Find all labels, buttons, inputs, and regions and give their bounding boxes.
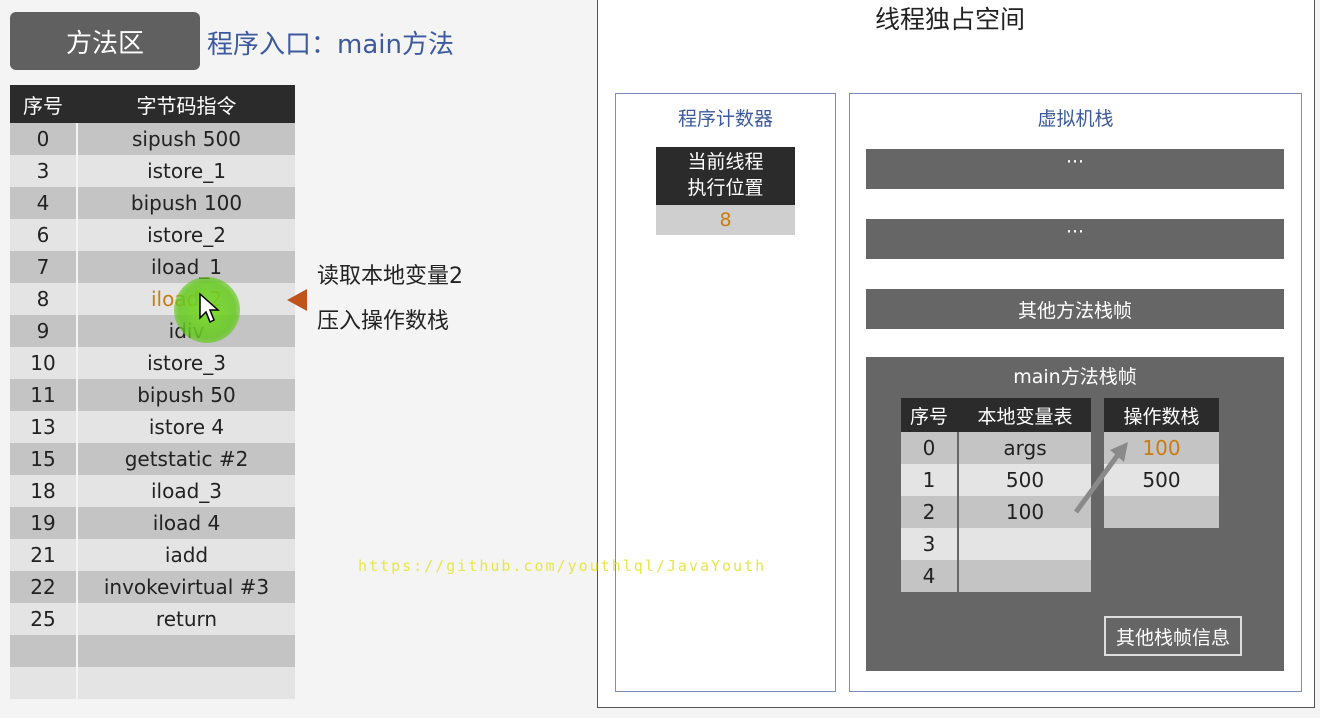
- bytecode-instruction: iload_3: [78, 475, 295, 507]
- bytecode-instruction: bipush 50: [78, 379, 295, 411]
- bytecode-row: 9idiv: [10, 315, 295, 347]
- bytecode-index: 6: [10, 219, 76, 251]
- bytecode-index: [10, 667, 76, 699]
- bytecode-index: [10, 635, 76, 667]
- bytecode-index: 22: [10, 571, 76, 603]
- bytecode-index: 15: [10, 443, 76, 475]
- local-variable-value: [959, 528, 1091, 560]
- bytecode-instruction: iadd: [78, 539, 295, 571]
- lv-header-value: 本地变量表: [977, 405, 1073, 428]
- local-variable-value: [959, 560, 1091, 592]
- bytecode-index: 3: [10, 155, 76, 187]
- vm-stack-title: 虚拟机栈: [1037, 108, 1114, 130]
- bytecode-index: 13: [10, 411, 76, 443]
- annotation-line2: 压入操作数栈: [317, 309, 450, 334]
- bytecode-index: 21: [10, 539, 76, 571]
- bytecode-index: 19: [10, 507, 76, 539]
- local-variable-index: 2: [901, 496, 957, 528]
- pc-register-value: 8: [656, 205, 795, 235]
- bytecode-index: 11: [10, 379, 76, 411]
- pc-header-line1: 当前线程: [687, 151, 764, 173]
- push-arrow-icon: [1073, 442, 1128, 514]
- method-area-label: 方法区: [10, 12, 200, 70]
- bytecode-index: 10: [10, 347, 76, 379]
- bytecode-index: 4: [10, 187, 76, 219]
- bytecode-instruction: [78, 667, 295, 699]
- local-variables-header: 序号 本地变量表: [901, 398, 1091, 432]
- bytecode-instruction: istore_1: [78, 155, 295, 187]
- bytecode-instruction: return: [78, 603, 295, 635]
- bytecode-index: 9: [10, 315, 76, 347]
- header-instruction: 字节码指令: [78, 85, 295, 123]
- pc-register-header: 当前线程 执行位置: [656, 147, 795, 205]
- bytecode-index: 8: [10, 283, 76, 315]
- local-variable-index: 3: [901, 528, 957, 560]
- local-variable-value: args: [959, 432, 1091, 464]
- local-variable-index: 4: [901, 560, 957, 592]
- bytecode-index: 7: [10, 251, 76, 283]
- entry-title: 程序入口：main方法: [207, 30, 454, 60]
- bytecode-instruction: getstatic #2: [78, 443, 295, 475]
- pointer-arrow-icon: [287, 289, 307, 311]
- bytecode-instruction: bipush 100: [78, 187, 295, 219]
- pc-header-line2: 执行位置: [687, 177, 764, 199]
- bytecode-table-header: 序号 字节码指令: [10, 85, 295, 123]
- other-frame-info-box: 其他栈帧信息: [1104, 616, 1242, 656]
- thread-space-title: 线程独占空间: [875, 5, 1026, 34]
- bytecode-instruction: sipush 500: [78, 123, 295, 155]
- local-variable-row: 3: [901, 528, 1091, 560]
- bytecode-instruction: istore 4: [78, 411, 295, 443]
- operand-stack-header: 操作数栈: [1104, 398, 1219, 432]
- bytecode-instruction: istore_3: [78, 347, 295, 379]
- operand-stack-entry: 500: [1104, 464, 1219, 496]
- local-variable-index: 1: [901, 464, 957, 496]
- bytecode-instruction: invokevirtual #3: [78, 571, 295, 603]
- bytecode-instruction: iload_1: [78, 251, 295, 283]
- bytecode-instruction: [78, 635, 295, 667]
- stack-frame-ellipsis-1: ···: [866, 149, 1284, 189]
- stack-frame-other-methods: 其他方法栈帧: [866, 289, 1284, 329]
- local-variable-value: 100: [959, 496, 1091, 528]
- local-variable-value: 500: [959, 464, 1091, 496]
- stack-frame-ellipsis-2: ···: [866, 219, 1284, 259]
- watermark-url: https://github.com/youthlql/JavaYouth: [358, 557, 767, 575]
- mouse-cursor-icon: [199, 292, 220, 324]
- main-stack-frame-title: main方法栈帧: [1013, 366, 1137, 388]
- operand-stack-entry: [1104, 496, 1219, 528]
- bytecode-index: 0: [10, 123, 76, 155]
- local-variable-row: 4: [901, 560, 1091, 592]
- pc-register-title: 程序计数器: [677, 108, 773, 130]
- bytecode-instruction: iload 4: [78, 507, 295, 539]
- header-index: 序号: [10, 85, 76, 123]
- bytecode-row: [10, 635, 295, 667]
- bytecode-instruction: istore_2: [78, 219, 295, 251]
- bytecode-row: [10, 667, 295, 699]
- bytecode-index: 18: [10, 475, 76, 507]
- local-variable-index: 0: [901, 432, 957, 464]
- bytecode-index: 25: [10, 603, 76, 635]
- annotation-line1: 读取本地变量2: [317, 264, 463, 289]
- lv-header-index: 序号: [909, 405, 948, 428]
